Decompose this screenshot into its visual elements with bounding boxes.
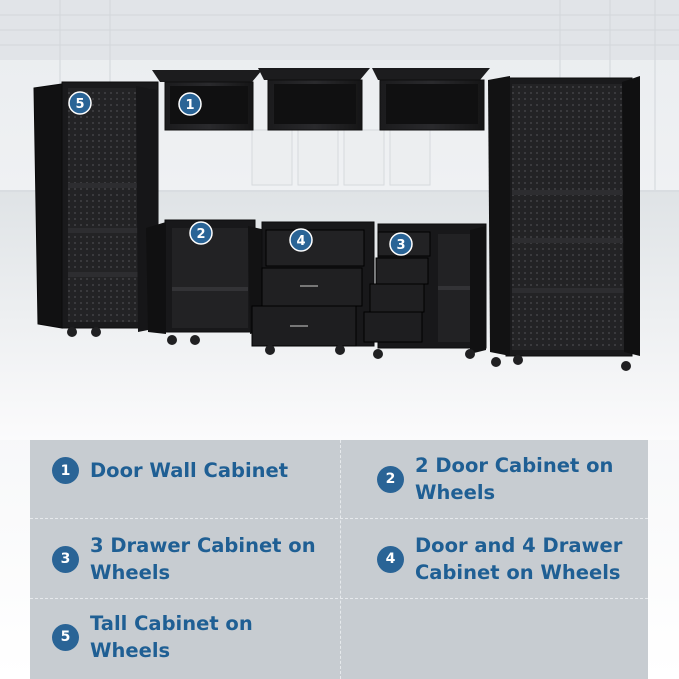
three-drawer-cabinet <box>363 223 487 359</box>
callout-5-label: 5 <box>75 97 84 112</box>
callout-2-label: 2 <box>196 227 205 242</box>
legend-divider-vertical <box>340 440 341 679</box>
legend-item-2: 2 2 Door Cabinet on Wheels <box>377 452 639 506</box>
legend-badge-1: 1 <box>52 457 79 484</box>
legend-label-1: Door Wall Cabinet <box>90 459 289 482</box>
legend-panel <box>30 440 648 679</box>
callout-4-label: 4 <box>296 234 305 249</box>
legend-label-5: Tall Cabinet on Wheels <box>90 612 253 662</box>
legend-item-3: 3 3 Drawer Cabinet on Wheels <box>52 532 337 586</box>
legend-divider-2 <box>30 598 648 599</box>
legend-label-4: Door and 4 Drawer Cabinet on Wheels <box>415 534 623 584</box>
legend-label-2: 2 Door Cabinet on Wheels <box>415 454 614 504</box>
tall-cabinet-left <box>33 81 159 337</box>
legend-badge-4: 4 <box>377 545 404 573</box>
callout-3: 3 <box>389 232 413 256</box>
callout-2: 2 <box>189 221 213 245</box>
legend-item-5: 5 Tall Cabinet on Wheels <box>52 610 312 664</box>
callout-3-label: 3 <box>396 238 405 253</box>
legend-divider-1 <box>30 518 648 519</box>
two-door-cabinet <box>146 219 266 345</box>
tall-cabinet-right <box>488 76 640 371</box>
legend-badge-5: 5 <box>52 623 79 651</box>
legend-badge-2: 2 <box>377 465 404 493</box>
callout-5: 5 <box>68 91 92 115</box>
legend-label-3: 3 Drawer Cabinet on Wheels <box>90 534 316 584</box>
callout-1-label: 1 <box>185 98 194 113</box>
legend-item-4: 4 Door and 4 Drawer Cabinet on Wheels <box>377 532 645 586</box>
callout-1: 1 <box>178 92 202 116</box>
door-and-four-drawer-cabinet <box>251 221 375 355</box>
legend-item-1: 1 Door Wall Cabinet <box>52 457 337 484</box>
callout-4: 4 <box>289 228 313 252</box>
wall-cabinets <box>152 68 490 131</box>
legend-badge-3: 3 <box>52 545 79 573</box>
